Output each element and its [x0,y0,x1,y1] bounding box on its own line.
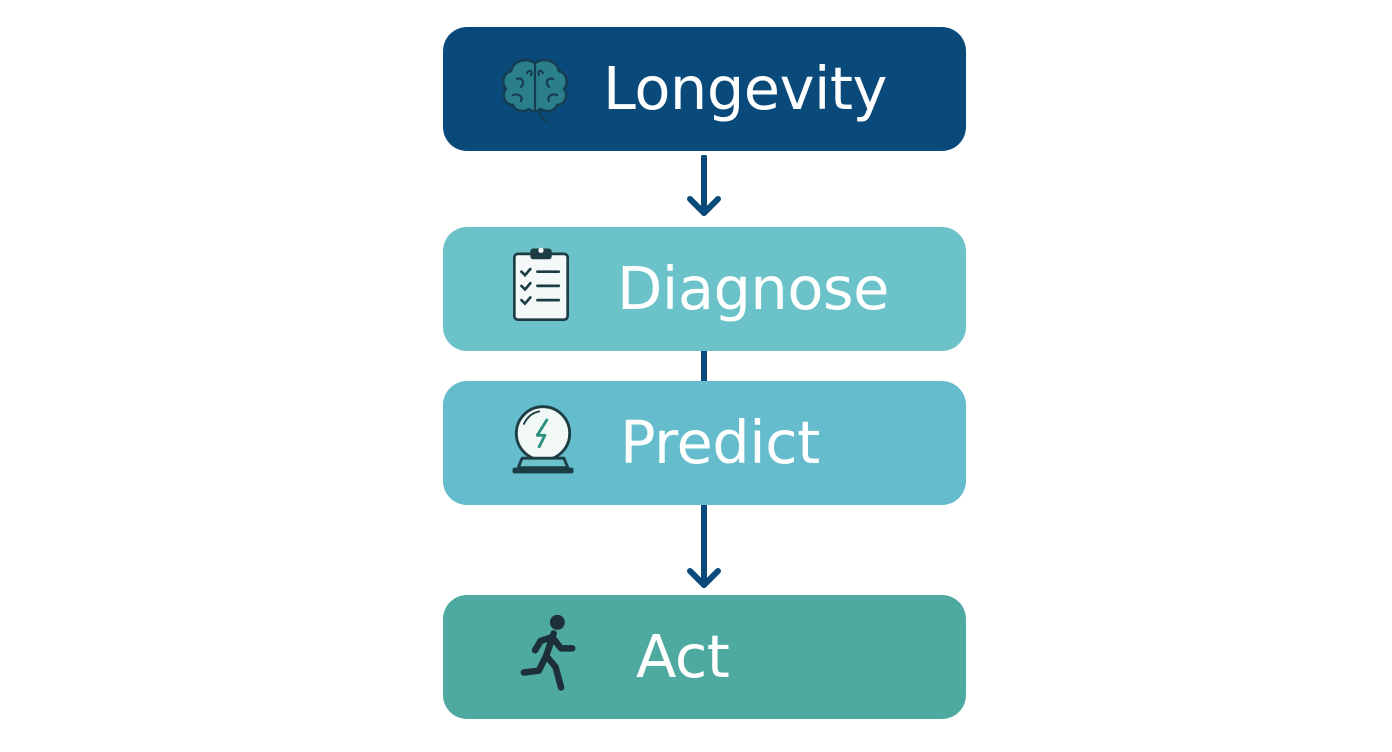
step-label-predict: Predict [620,408,820,477]
step-box-longevity: Longevity [443,27,966,151]
crystal-ball-icon [503,401,583,481]
down-arrow-1 [687,155,721,216]
step-label-act: Act [636,622,730,691]
step-box-diagnose: Diagnose [443,227,966,351]
connector-line [701,351,707,381]
clipboard-checklist-icon [501,245,581,325]
down-arrow-2 [687,505,721,588]
step-box-predict: Predict [443,381,966,505]
running-person-icon [509,613,589,693]
step-label-longevity: Longevity [603,54,887,123]
step-label-diagnose: Diagnose [617,254,889,323]
brain-icon [495,49,575,129]
step-box-act: Act [443,595,966,719]
